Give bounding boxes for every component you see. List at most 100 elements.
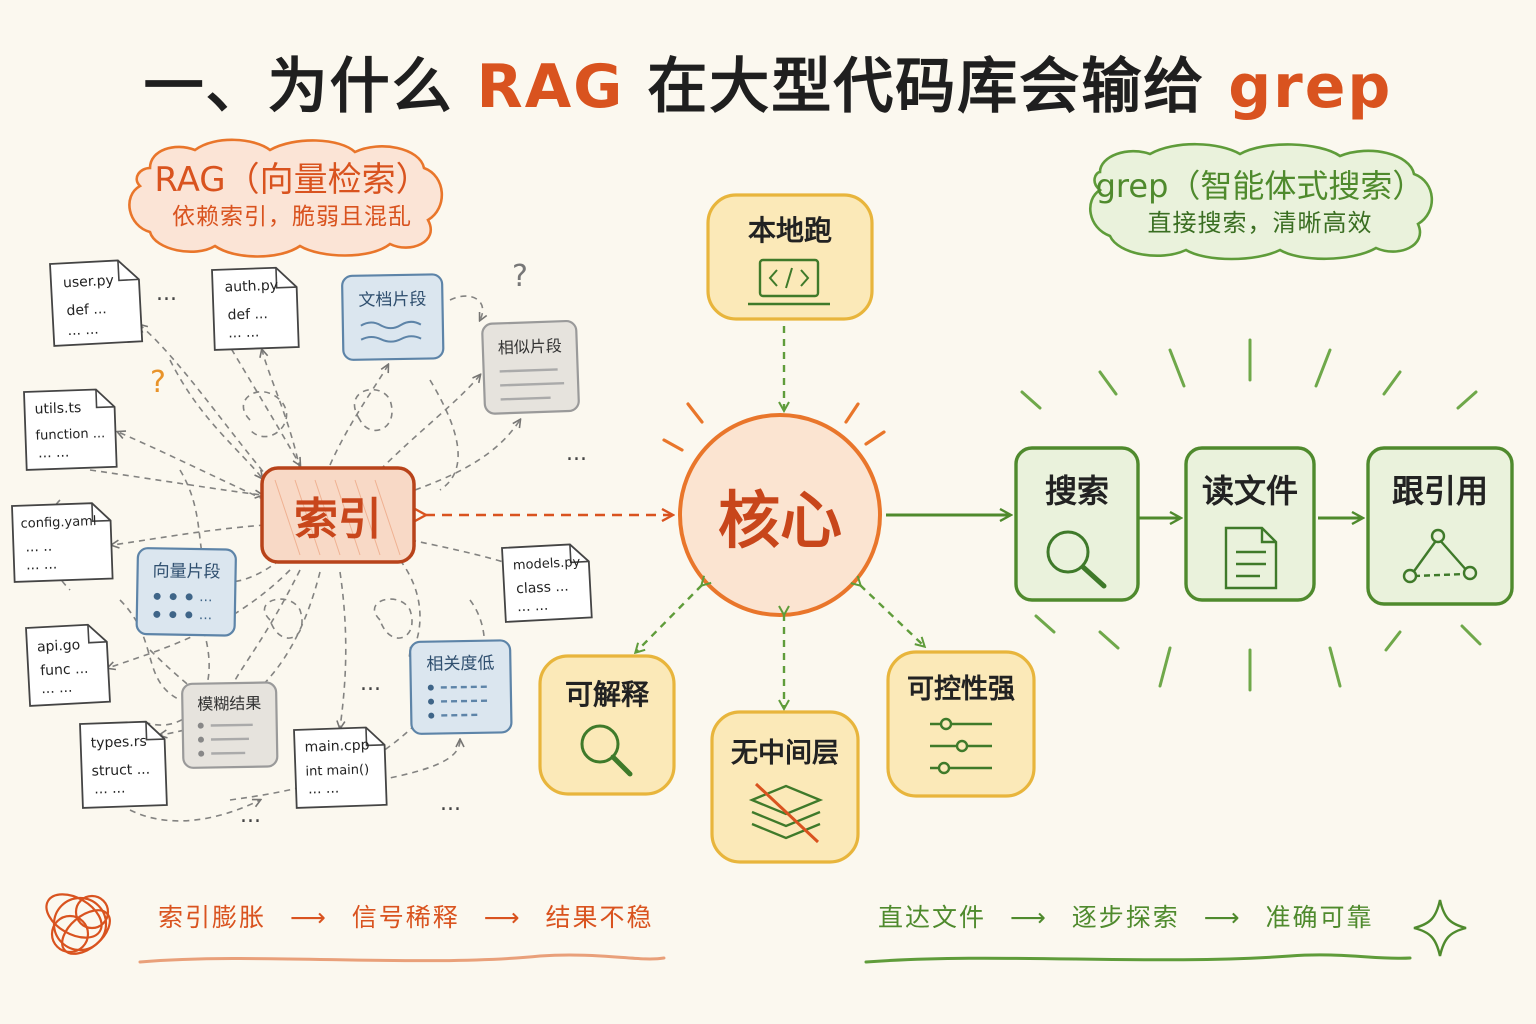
file-line: ... ...	[67, 322, 99, 340]
file-line: ... ...	[94, 780, 126, 797]
rag-cloud	[128, 138, 444, 258]
core-node: 核心	[662, 402, 886, 617]
file-line: ... ...	[228, 324, 260, 341]
title-grep: grep	[1228, 52, 1393, 122]
file-line: ... ...	[41, 680, 73, 698]
laptop-code-icon	[748, 258, 830, 306]
chunk-label: 向量片段	[152, 561, 220, 582]
file-name: auth.py	[224, 278, 278, 296]
chunk-low-relevance: 相关度低	[409, 639, 513, 735]
grep-cloud-heading: grep（智能体式搜索）	[1095, 167, 1425, 205]
file-doc: main.cpp int main() ... ...	[293, 726, 388, 809]
ellipsis-mark: ...	[240, 803, 261, 828]
grep-cloud-subtitle: 直接搜索，清晰高效	[1147, 209, 1373, 237]
file-name: types.rs	[90, 734, 147, 752]
magnifier-icon	[1046, 530, 1107, 589]
feature-no-middle: 无中间层	[710, 710, 860, 864]
chunk-similar-fragment: 相似片段	[481, 319, 580, 415]
workflow-label: 跟引用	[1392, 472, 1488, 510]
chunk-label: 相似片段	[498, 336, 563, 357]
tangle-icon	[45, 893, 111, 955]
chunk-vector-fragment: 向量片段 ... ...	[135, 547, 237, 637]
file-name: utils.ts	[34, 400, 81, 418]
layers-crossed-icon	[748, 782, 824, 844]
file-line: func ...	[40, 661, 89, 680]
file-doc: config.yaml ... .. ... ...	[11, 502, 114, 583]
footer-right-step: 逐步探索	[1071, 903, 1180, 932]
rag-cloud-text: RAG（向量检索） 依赖索引，脆弱且混乱	[132, 160, 452, 234]
file-doc: user.py def ... ... ...	[49, 259, 144, 347]
footer-right-underline	[864, 953, 1412, 964]
feature-controllable: 可控性强	[886, 650, 1036, 798]
sparkle-icon	[1413, 899, 1467, 957]
workflow-search: 搜索	[1014, 446, 1140, 602]
document-icon	[1224, 526, 1278, 590]
file-line: def ...	[227, 306, 268, 323]
magnifier-icon	[580, 724, 633, 777]
file-line: int main()	[305, 762, 369, 779]
feature-explainable: 可解释	[538, 654, 676, 796]
file-line: function ...	[35, 426, 105, 443]
chunk-label: 文档片段	[358, 290, 426, 311]
file-name: main.cpp	[304, 737, 370, 755]
question-mark: ?	[512, 259, 528, 294]
file-doc: api.go func ... ... ...	[25, 623, 111, 707]
core-burst	[662, 402, 886, 452]
title-prefix: 一、为什么	[143, 52, 454, 122]
index-label: 索引	[294, 494, 382, 545]
rag-cloud-heading: RAG（向量检索）	[154, 160, 430, 200]
workflow-follow-ref: 跟引用	[1366, 446, 1514, 606]
file-doc: utils.ts function ... ... ...	[23, 388, 118, 471]
grep-cloud	[1089, 142, 1434, 261]
chunk-label: 相关度低	[426, 654, 494, 675]
footer-right-step: 直达文件	[878, 903, 987, 932]
file-doc: types.rs struct ... ... ...	[79, 720, 168, 809]
title-middle: 在大型代码库会输给	[647, 52, 1206, 122]
footer-right-step: 准确可靠	[1265, 903, 1374, 932]
index-box: 索引	[260, 466, 416, 564]
ellipsis-mark: ...	[360, 671, 381, 696]
graph-nodes-icon	[1402, 528, 1478, 584]
feature-label: 本地跑	[748, 214, 832, 247]
file-doc: models.py class ... ... ...	[501, 543, 593, 623]
feature-label: 可控性强	[907, 674, 1015, 705]
file-docs: user.py def ... ... ... auth.py def ... …	[11, 259, 593, 809]
workflow-label: 读文件	[1202, 472, 1298, 510]
feature-local: 本地跑	[706, 193, 874, 321]
file-line: struct ...	[91, 762, 150, 780]
file-line: class ...	[516, 579, 569, 598]
file-line: ... ...	[26, 556, 58, 573]
chunk-label: 模糊结果	[197, 694, 261, 714]
feature-label: 无中间层	[731, 738, 839, 769]
footer-right: 直达文件 ⟶ 逐步探索 ⟶ 准确可靠	[878, 898, 1374, 934]
footer-left-step: 结果不稳	[545, 903, 654, 932]
workflow-sunburst	[1020, 338, 1482, 692]
footer-left: 索引膨胀 ⟶ 信号稀释 ⟶ 结果不稳	[158, 898, 654, 934]
file-name: config.yaml	[20, 514, 96, 532]
file-line: ... ..	[25, 539, 52, 556]
footer-left-underline	[138, 953, 666, 964]
chunk-fuzzy-result: 模糊结果	[181, 681, 279, 769]
file-name: user.py	[63, 273, 115, 292]
file-line: ... ...	[517, 598, 549, 616]
ellipsis-mark: ...	[156, 281, 177, 306]
scatter-marks: ... ... ... ... ... ? ?	[150, 259, 587, 828]
chunk-cards: 文档片段 相似片段 向量片段 ... ... 模糊结果 相关度低	[135, 273, 580, 769]
ellipsis-mark: ...	[199, 589, 213, 605]
core-label: 核心	[718, 484, 842, 557]
question-mark: ?	[150, 365, 166, 400]
arrow-right-icon: ⟶	[289, 903, 328, 932]
sliders-icon	[930, 717, 992, 775]
file-doc: auth.py def ... ... ...	[211, 266, 300, 351]
file-name: models.py	[513, 555, 581, 574]
file-line: ... ...	[38, 444, 70, 461]
ellipsis-mark: ...	[566, 441, 587, 466]
footer-left-step: 信号稀释	[351, 903, 460, 932]
arrow-right-icon: ⟶	[1203, 903, 1242, 932]
feature-label: 可解释	[565, 678, 650, 711]
chunk-doc-fragment: 文档片段	[341, 273, 445, 361]
title-rag: RAG	[476, 52, 625, 122]
file-line: def ...	[66, 301, 107, 319]
feature-links	[636, 326, 924, 708]
